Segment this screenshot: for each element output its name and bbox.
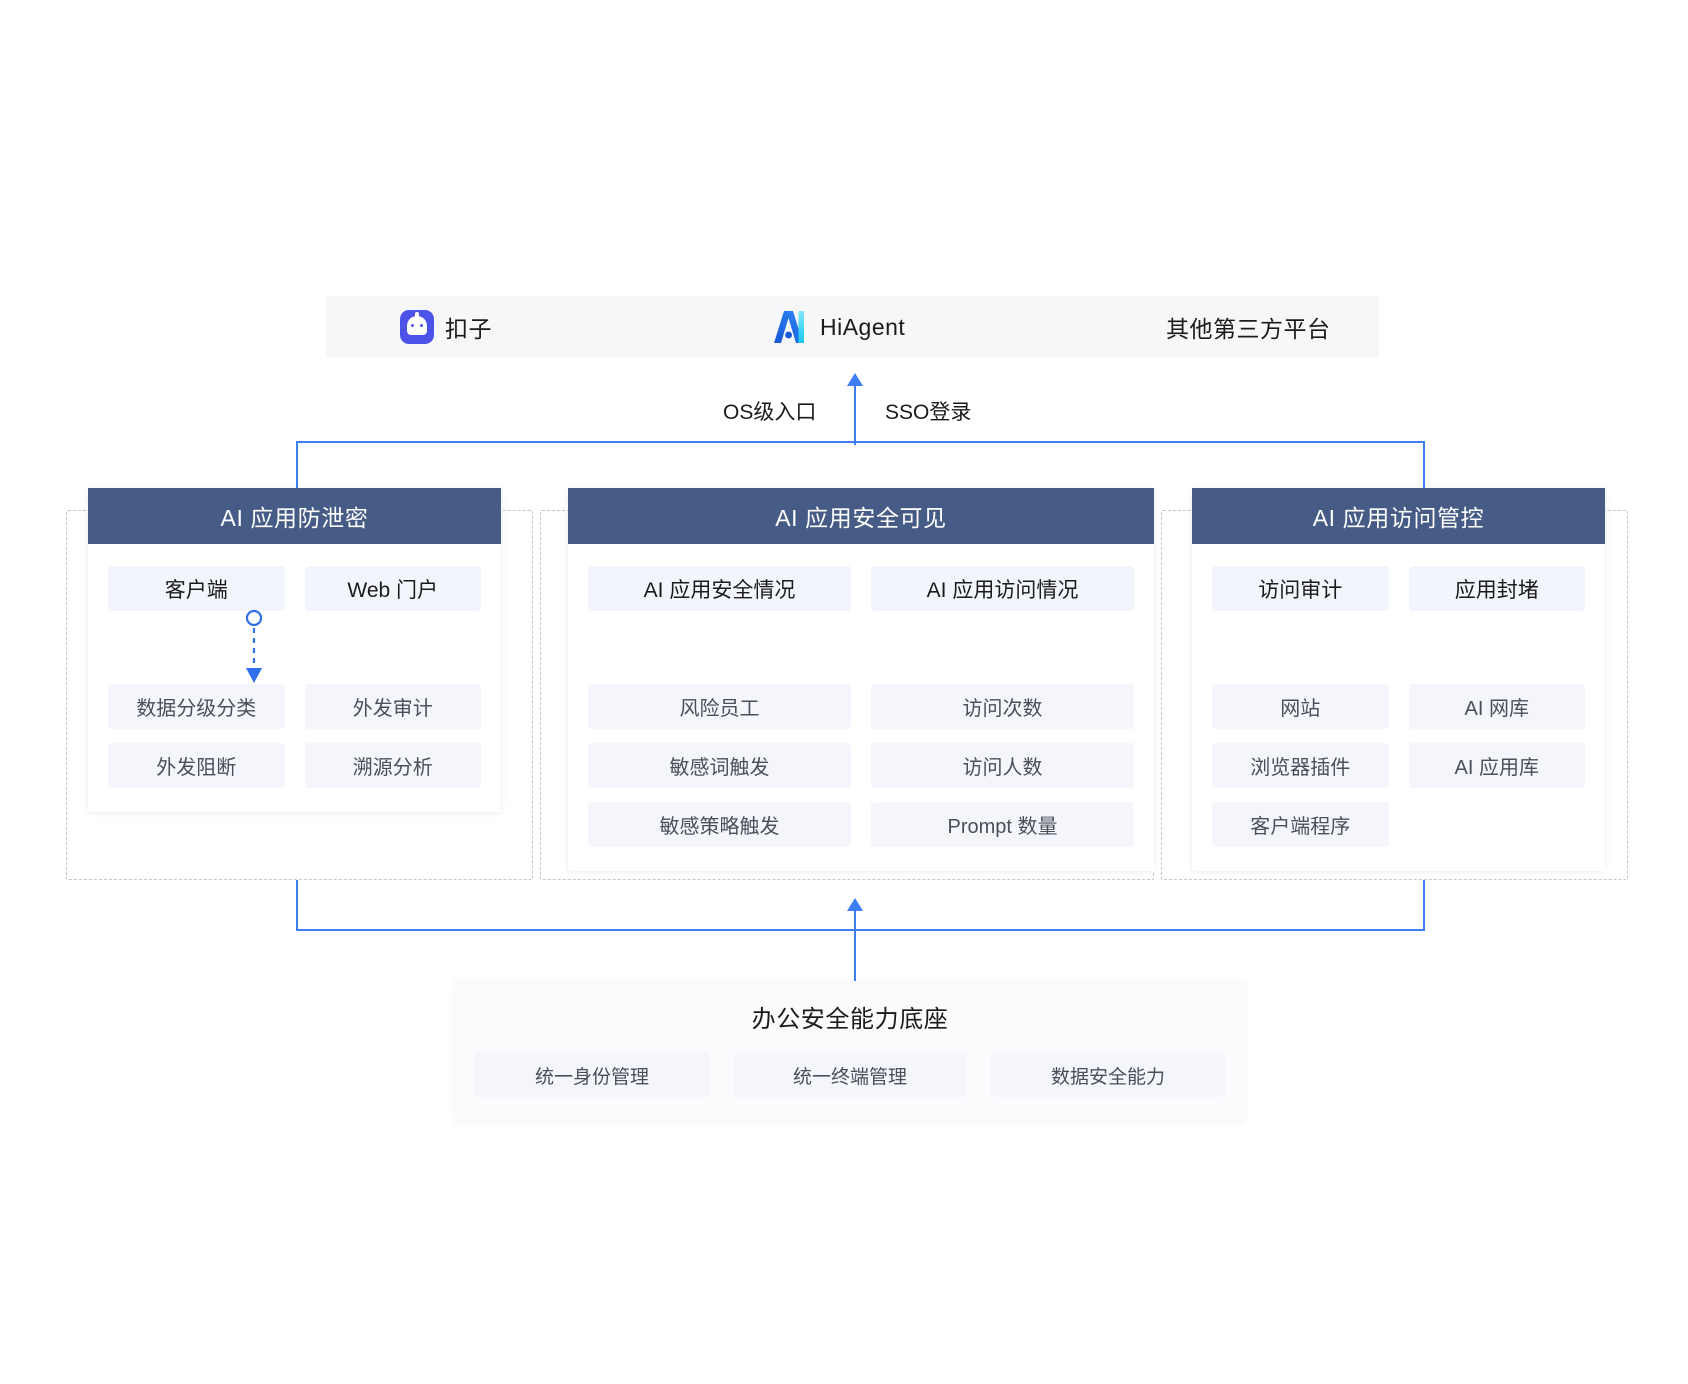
chip-prompt-count[interactable]: Prompt 数量 bbox=[871, 802, 1134, 847]
chip-data-classification[interactable]: 数据分级分类 bbox=[108, 684, 285, 729]
chip-risky-employees[interactable]: 风险员工 bbox=[588, 684, 851, 729]
coze-icon bbox=[400, 310, 434, 344]
panel-2-column-access-status: AI 应用访问情况 访问次数 访问人数 Prompt 数量 bbox=[871, 566, 1134, 847]
label-os-entry: OS级入口 bbox=[723, 401, 817, 424]
platform-item-third-party[interactable]: 其他第三方平台 bbox=[1166, 296, 1331, 358]
connector-top-bus-horizontal bbox=[296, 441, 1425, 443]
panel-title-1: AI 应用防泄密 bbox=[88, 488, 501, 544]
chip-ai-app-library[interactable]: AI 应用库 bbox=[1408, 743, 1585, 788]
chip-app-blocking[interactable]: 应用封堵 bbox=[1408, 566, 1585, 611]
connector-top-bus-left-drop bbox=[296, 441, 298, 489]
base-capability-block: 办公安全能力底座 统一身份管理 统一终端管理 数据安全能力 bbox=[455, 981, 1245, 1121]
chip-ai-web-library[interactable]: AI 网库 bbox=[1408, 684, 1585, 729]
panel-ai-app-leak-prevention: AI 应用防泄密 客户端 数据分级分类 外发阻断 Web 门户 外发审计 溯源分… bbox=[88, 488, 501, 812]
panel-3-column-app-blocking: 应用封堵 AI 网库 AI 应用库 bbox=[1408, 566, 1586, 847]
platform-label-third-party: 其他第三方平台 bbox=[1166, 316, 1331, 342]
chip-sensitive-word-trigger[interactable]: 敏感词触发 bbox=[588, 743, 851, 788]
chip-sensitive-policy-trigger[interactable]: 敏感策略触发 bbox=[588, 802, 851, 847]
connector-center-vertical-bottom bbox=[854, 910, 856, 982]
panel-2-column-security-status: AI 应用安全情况 风险员工 敏感词触发 敏感策略触发 bbox=[588, 566, 851, 847]
base-title: 办公安全能力底座 bbox=[751, 1006, 949, 1033]
chip-ai-app-security-status[interactable]: AI 应用安全情况 bbox=[588, 566, 851, 611]
base-chip-row: 统一身份管理 统一终端管理 数据安全能力 bbox=[475, 1053, 1225, 1097]
chip-ai-app-access-status[interactable]: AI 应用访问情况 bbox=[871, 566, 1134, 611]
panel-title-3: AI 应用访问管控 bbox=[1192, 488, 1605, 544]
connector-center-vertical-top bbox=[854, 385, 856, 445]
panel-title-2: AI 应用安全可见 bbox=[568, 488, 1154, 544]
chip-outbound-audit[interactable]: 外发审计 bbox=[304, 684, 481, 729]
panel-ai-app-security-visibility: AI 应用安全可见 AI 应用安全情况 风险员工 敏感词触发 敏感策略触发 AI… bbox=[568, 488, 1154, 871]
chip-spacer-3a bbox=[1212, 625, 1389, 670]
panel-1-column-web-portal: Web 门户 外发审计 溯源分析 bbox=[304, 566, 481, 788]
chip-access-count[interactable]: 访问次数 bbox=[871, 684, 1134, 729]
panel-body-3: 访问审计 网站 浏览器插件 客户端程序 应用封堵 AI 网库 AI 应用库 bbox=[1192, 544, 1605, 871]
chip-unified-endpoint-management[interactable]: 统一终端管理 bbox=[733, 1053, 967, 1097]
chip-outbound-block[interactable]: 外发阻断 bbox=[108, 743, 285, 788]
platform-label-hiagent: HiAgent bbox=[820, 313, 906, 340]
platform-item-coze[interactable]: 扣子 bbox=[400, 296, 492, 358]
chip-data-security-capability[interactable]: 数据安全能力 bbox=[991, 1053, 1225, 1097]
panel-ai-app-access-control: AI 应用访问管控 访问审计 网站 浏览器插件 客户端程序 应用封堵 AI 网库… bbox=[1192, 488, 1605, 871]
dashed-flow-arrow-icon bbox=[245, 609, 263, 683]
chip-access-audit[interactable]: 访问审计 bbox=[1212, 566, 1389, 611]
label-sso-login: SSO登录 bbox=[885, 401, 972, 424]
connector-top-bus-right-drop bbox=[1423, 441, 1425, 489]
hiagent-logo-icon bbox=[774, 311, 804, 343]
chip-trace-analysis[interactable]: 溯源分析 bbox=[304, 743, 481, 788]
chip-unified-identity-management[interactable]: 统一身份管理 bbox=[475, 1053, 709, 1097]
panel-body-2: AI 应用安全情况 风险员工 敏感词触发 敏感策略触发 AI 应用访问情况 访问… bbox=[568, 544, 1154, 871]
connector-bottom-bus-horizontal bbox=[296, 929, 1425, 931]
connector-bottom-bus-right-rise bbox=[1423, 880, 1425, 930]
chip-spacer-2a bbox=[588, 625, 851, 670]
chip-web-portal[interactable]: Web 门户 bbox=[304, 566, 481, 611]
chip-website[interactable]: 网站 bbox=[1212, 684, 1389, 729]
chip-access-users[interactable]: 访问人数 bbox=[871, 743, 1134, 788]
chip-spacer-2b bbox=[871, 625, 1134, 670]
panel-body-1: 客户端 数据分级分类 外发阻断 Web 门户 外发审计 溯源分析 bbox=[88, 544, 501, 812]
chip-browser-plugin[interactable]: 浏览器插件 bbox=[1212, 743, 1389, 788]
arrow-up-from-base bbox=[847, 898, 863, 911]
chip-spacer-3b bbox=[1409, 625, 1586, 670]
connector-bottom-bus-left-rise bbox=[296, 880, 298, 930]
arrow-up-to-platform-bar bbox=[847, 373, 863, 386]
panel-3-column-access-audit: 访问审计 网站 浏览器插件 客户端程序 bbox=[1212, 566, 1389, 847]
chip-client[interactable]: 客户端 bbox=[108, 566, 285, 611]
platform-bar: 扣子 HiAgent bbox=[326, 296, 1379, 358]
platform-item-hiagent[interactable]: HiAgent bbox=[770, 296, 905, 358]
platform-label-coze: 扣子 bbox=[445, 316, 492, 342]
panel-1-column-client: 客户端 数据分级分类 外发阻断 bbox=[108, 566, 285, 788]
chip-client-program[interactable]: 客户端程序 bbox=[1212, 802, 1389, 847]
